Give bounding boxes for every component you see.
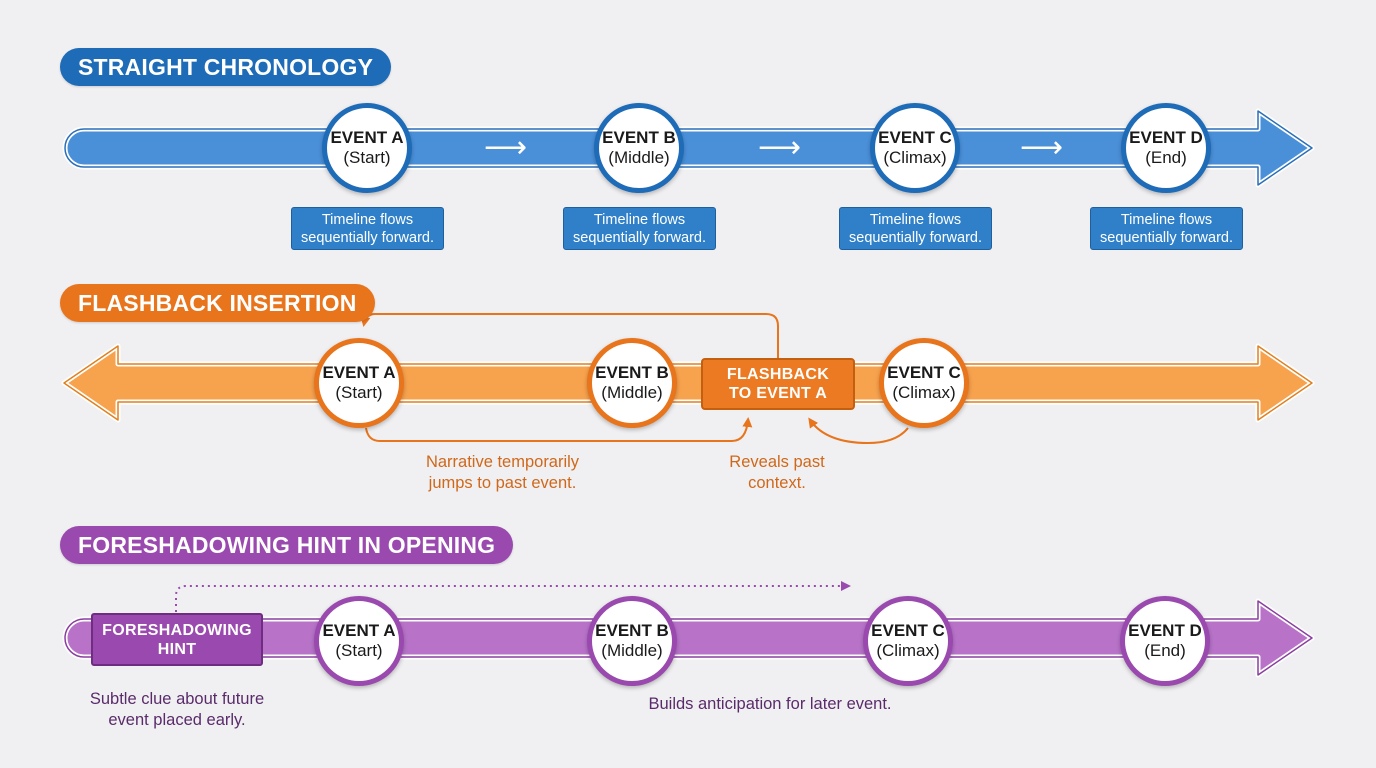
event-name: EVENT C — [878, 128, 952, 147]
caption-line: event placed early. — [108, 711, 246, 729]
flashback-event-a-node: EVENT A (Start) — [314, 338, 404, 428]
arrow-right-icon: ⟶ — [1020, 131, 1064, 164]
straight-chronology-title: STRAIGHT CHRONOLOGY — [60, 48, 392, 86]
straight-event-c-node: EVENT C (Climax) — [870, 103, 960, 193]
event-name: EVENT A — [322, 621, 396, 640]
event-sub: (Climax) — [883, 148, 947, 167]
flashback-to-event-a-box: FLASHBACK TO EVENT A — [701, 358, 855, 410]
straight-event-d-node: EVENT D (End) — [1121, 103, 1211, 193]
event-sub: (Start) — [343, 148, 391, 167]
event-sub: (End) — [1144, 641, 1186, 660]
caption-line: jumps to past event. — [428, 474, 577, 492]
straight-note-d: Timeline flows sequentially forward. — [1090, 207, 1243, 250]
event-sub: (Start) — [335, 641, 383, 660]
foreshadow-event-b-node: EVENT B (Middle) — [587, 596, 677, 686]
event-sub: (Climax) — [892, 383, 956, 402]
box-line: FORESHADOWING — [102, 621, 252, 639]
box-line: HINT — [157, 640, 197, 658]
note-line: sequentially forward. — [573, 229, 706, 246]
caption-line: Subtle clue about future — [89, 690, 265, 708]
note-line: sequentially forward. — [301, 229, 434, 246]
arrow-right-icon: ⟶ — [484, 131, 528, 164]
flashback-insertion-title: FLASHBACK INSERTION — [60, 284, 375, 322]
note-line: Timeline flows — [869, 211, 962, 228]
flashback-event-b-node: EVENT B (Middle) — [587, 338, 677, 428]
event-sub: (Middle) — [601, 383, 663, 402]
straight-event-a-node: EVENT A (Start) — [322, 103, 412, 193]
caption-line: Reveals past — [729, 453, 825, 471]
event-sub: (End) — [1145, 148, 1187, 167]
note-line: sequentially forward. — [849, 229, 982, 246]
foreshadow-caption-left: Subtle clue about future event placed ea… — [72, 689, 282, 731]
straight-note-b: Timeline flows sequentially forward. — [563, 207, 716, 250]
box-line: TO EVENT A — [728, 385, 828, 402]
note-line: Timeline flows — [593, 211, 686, 228]
foreshadow-event-a-node: EVENT A (Start) — [314, 596, 404, 686]
flashback-caption-left: Narrative temporarily jumps to past even… — [400, 452, 605, 494]
event-sub: (Middle) — [601, 641, 663, 660]
event-sub: (Climax) — [876, 641, 940, 660]
foreshadow-dotted-arrow — [175, 581, 851, 612]
foreshadow-caption-right: Builds anticipation for later event. — [648, 695, 892, 713]
event-name: EVENT A — [322, 363, 396, 382]
note-line: Timeline flows — [1120, 211, 1213, 228]
flashback-return-arrow — [365, 417, 753, 442]
event-sub: (Start) — [335, 383, 383, 402]
event-name: EVENT C — [887, 363, 961, 382]
box-line: FLASHBACK — [726, 366, 830, 383]
foreshadowing-hint-box: FORESHADOWING HINT — [91, 613, 263, 666]
event-name: EVENT B — [595, 363, 669, 382]
note-line: sequentially forward. — [1100, 229, 1233, 246]
event-sub: (Middle) — [608, 148, 670, 167]
straight-note-c: Timeline flows sequentially forward. — [839, 207, 992, 250]
caption-line: Narrative temporarily — [425, 453, 580, 471]
flashback-caption-right: Reveals past context. — [712, 452, 842, 494]
caption-line: context. — [748, 474, 806, 492]
note-line: Timeline flows — [321, 211, 414, 228]
event-name: EVENT C — [871, 621, 945, 640]
straight-note-a: Timeline flows sequentially forward. — [291, 207, 444, 250]
event-name: EVENT D — [1129, 128, 1203, 147]
foreshadow-event-d-node: EVENT D (End) — [1120, 596, 1210, 686]
event-name: EVENT B — [602, 128, 676, 147]
straight-event-b-node: EVENT B (Middle) — [594, 103, 684, 193]
event-name: EVENT D — [1128, 621, 1202, 640]
flashback-jump-back-arrow — [360, 313, 779, 358]
foreshadow-event-c-node: EVENT C (Climax) — [863, 596, 953, 686]
event-name: EVENT A — [330, 128, 404, 147]
climax-to-flashback-arrow — [808, 417, 909, 445]
flashback-event-c-node: EVENT C (Climax) — [879, 338, 969, 428]
event-name: EVENT B — [595, 621, 669, 640]
foreshadowing-title: FORESHADOWING HINT IN OPENING — [60, 526, 514, 564]
flashback-timeline-arrow — [61, 343, 1315, 423]
arrow-right-icon: ⟶ — [758, 131, 802, 164]
